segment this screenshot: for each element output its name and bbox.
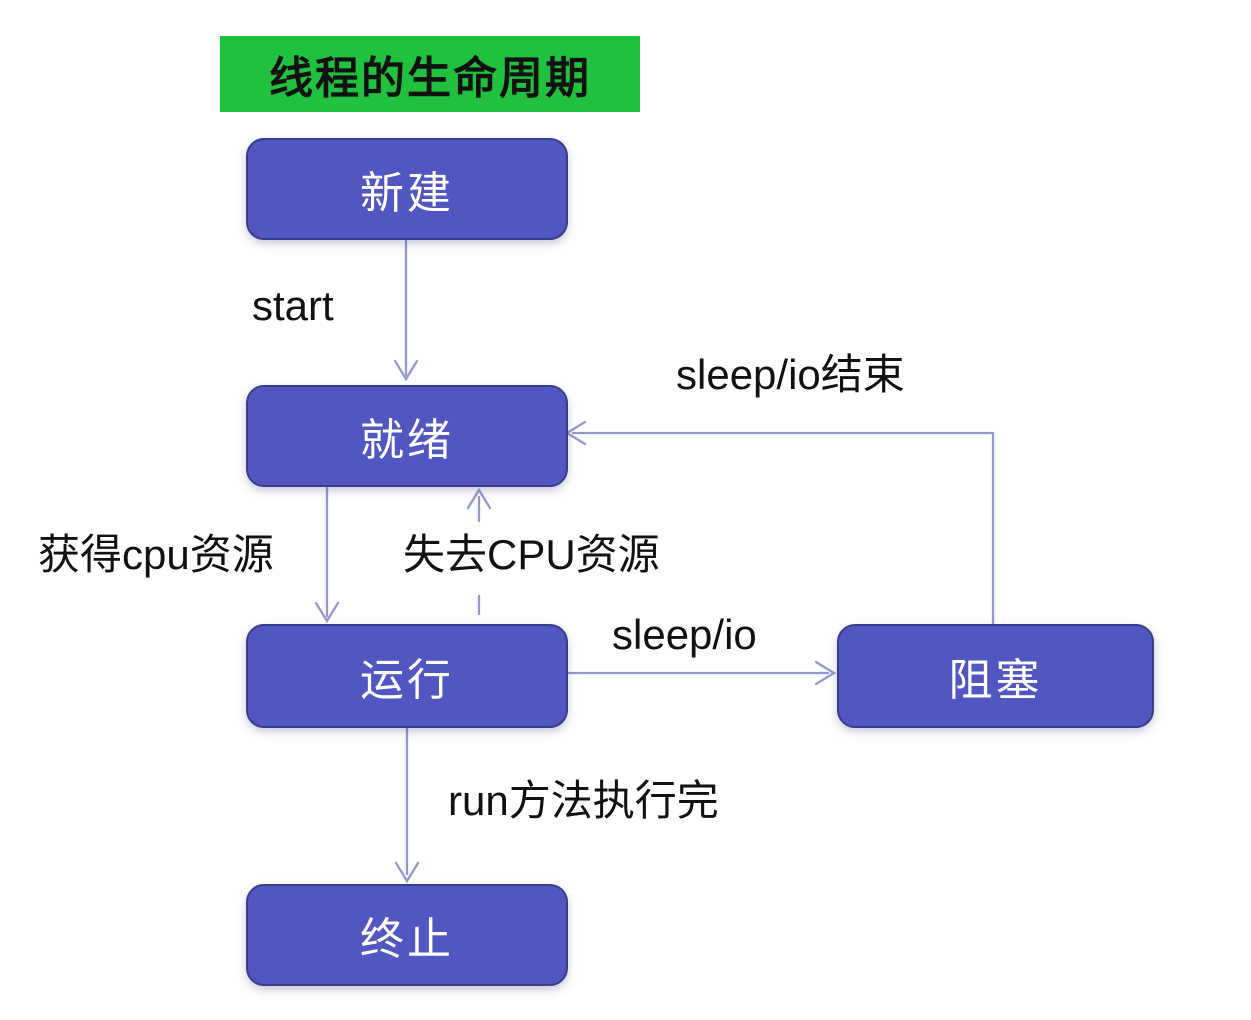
arrowhead-right-icon	[814, 660, 837, 686]
edge-label-sleep-io-end: sleep/io结束	[676, 351, 905, 398]
edge-label-start: start	[252, 282, 334, 329]
node-blocked: 阻塞	[837, 624, 1154, 728]
edge-label-lose-cpu: 失去CPU资源	[403, 531, 660, 578]
arrowhead-up-icon	[466, 487, 492, 510]
node-running: 运行	[246, 624, 568, 728]
edge-running-to-blocked	[562, 660, 837, 686]
arrowhead-down-icon	[394, 861, 420, 884]
edge-blocked-to-ready	[564, 420, 995, 626]
edge-new-to-ready	[393, 236, 419, 382]
edge-ready-to-running	[314, 482, 340, 624]
arrowhead-left-icon	[564, 420, 587, 446]
edge-label-run-done: run方法执行完	[448, 777, 719, 824]
diagram-title: 线程的生命周期	[220, 36, 640, 112]
node-terminated: 终止	[246, 884, 568, 986]
arrowhead-down-icon	[314, 601, 340, 624]
edge-label-sleep-io: sleep/io	[612, 611, 757, 658]
node-new: 新建	[246, 138, 568, 240]
node-ready: 就绪	[246, 385, 568, 487]
edge-label-get-cpu: 获得cpu资源	[38, 531, 274, 578]
arrowhead-down-icon	[393, 359, 419, 382]
edge-running-to-terminated	[394, 724, 420, 884]
